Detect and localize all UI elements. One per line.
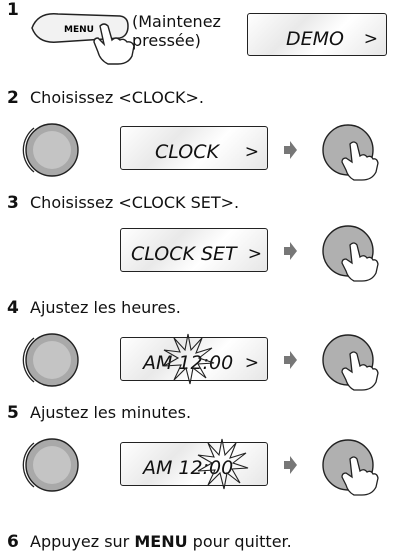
step-3-number: 3 [7, 193, 19, 213]
step-5-text: Ajustez les minutes. [30, 403, 192, 422]
step-2-number: 2 [7, 88, 19, 108]
step-1-number: 1 [7, 0, 19, 20]
arrow-glyph: > [363, 29, 378, 49]
display-clock-set: CLOCK SET > [120, 228, 268, 272]
display-text: DEMO [286, 28, 344, 50]
press-knob-icon[interactable] [320, 332, 390, 392]
press-knob-icon[interactable] [320, 122, 390, 182]
blink-burst-icon [163, 333, 215, 385]
arrow-glyph: > [247, 244, 262, 264]
display-text: CLOCK SET [131, 243, 237, 265]
arrow-right-icon [284, 141, 297, 159]
step-5-number: 5 [7, 403, 19, 423]
display-text: CLOCK [155, 141, 219, 163]
step-6-number: 6 [7, 532, 19, 552]
display-hours: AM 12:00 > [120, 337, 268, 381]
arrow-right-icon [284, 242, 297, 260]
arrow-glyph: > [244, 353, 259, 373]
step-6-text-before: Appuyez sur [30, 532, 135, 551]
rotary-knob-icon[interactable] [20, 435, 80, 495]
display-minutes: AM 12:00 [120, 442, 268, 486]
display-demo: DEMO > [247, 13, 387, 56]
step-3-text: Choisissez <CLOCK SET>. [30, 193, 240, 212]
display-text: AM 12:00 [143, 352, 234, 374]
arrow-glyph: > [244, 142, 259, 162]
menu-button-label: MENU [64, 25, 94, 35]
arrow-right-icon [284, 351, 297, 369]
step-6-text-after: pour quitter. [187, 532, 292, 551]
display-clock: CLOCK > [120, 126, 268, 170]
hand-press-icon [93, 23, 135, 65]
blink-burst-icon [197, 438, 249, 490]
step-4-number: 4 [7, 298, 19, 318]
step-2-text: Choisissez <CLOCK>. [30, 88, 204, 107]
step-4-text: Ajustez les heures. [30, 298, 181, 317]
hold-note: (Maintenez pressée) [132, 12, 221, 50]
press-knob-icon[interactable] [320, 437, 390, 497]
press-knob-icon[interactable] [320, 223, 390, 283]
menu-key-label: MENU [134, 532, 188, 551]
rotary-knob-icon[interactable] [20, 330, 80, 390]
rotary-knob-icon[interactable] [20, 120, 80, 180]
step-6-text: Appuyez sur MENU pour quitter. [30, 532, 292, 551]
arrow-right-icon [284, 456, 297, 474]
